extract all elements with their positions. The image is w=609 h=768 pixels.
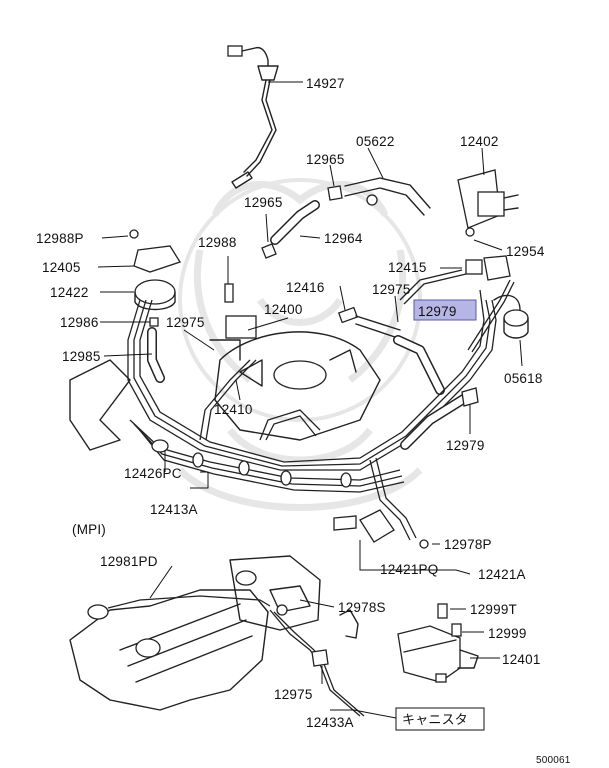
label-12426PC[interactable]: 12426PC (124, 466, 182, 481)
label-12401[interactable]: 12401 (502, 652, 541, 667)
label-12975-top[interactable]: 12975 (372, 282, 411, 297)
label-12988[interactable]: 12988 (198, 235, 237, 250)
label-12413A[interactable]: 12413A (150, 502, 198, 517)
bolt-12999-part (451, 623, 462, 637)
bolt-12978P-part (419, 539, 429, 549)
label-12979-lower[interactable]: 12979 (446, 438, 485, 453)
leader-lines (97, 81, 523, 731)
label-12421A[interactable]: 12421A (478, 567, 526, 582)
bracket-12402-part (457, 169, 519, 237)
highlight-12979 (413, 299, 477, 321)
vacuum-tank-12422-part (134, 279, 176, 327)
figure-code: 500061 (536, 755, 571, 766)
label-12421PQ[interactable]: 12421PQ (380, 562, 438, 577)
label-12981PD[interactable]: 12981PD (100, 554, 158, 569)
engine-block-part (69, 315, 381, 451)
hose-12985-part (147, 327, 165, 383)
label-12416[interactable]: 12416 (286, 280, 325, 295)
label-12965-top[interactable]: 12965 (306, 152, 345, 167)
label-12979-highlighted[interactable]: 12979 (418, 304, 457, 319)
clip-12979-part (461, 387, 479, 407)
sensor-12416-part (337, 306, 445, 395)
label-12954[interactable]: 12954 (506, 244, 545, 259)
label-12402[interactable]: 12402 (460, 134, 499, 149)
pipe-05622-part (344, 177, 431, 216)
intake-manifold-part (69, 555, 359, 711)
main-harness-part (127, 269, 515, 543)
valve-12415-part (465, 255, 511, 281)
label-12975-left[interactable]: 12975 (166, 315, 205, 330)
bolt-12988-part (224, 283, 234, 303)
bracket-12401-part (397, 625, 479, 683)
sub-harness-part (107, 595, 365, 717)
label-12405[interactable]: 12405 (42, 260, 81, 275)
label-12986[interactable]: 12986 (60, 315, 99, 330)
label-05618[interactable]: 05618 (504, 371, 543, 386)
label-12985[interactable]: 12985 (62, 349, 101, 364)
bracket-12405-part (129, 229, 181, 273)
label-05622[interactable]: 05622 (356, 134, 395, 149)
label-mpi-variant: (MPI) (72, 522, 106, 537)
label-12978S[interactable]: 12978S (338, 600, 386, 615)
label-12400[interactable]: 12400 (264, 302, 303, 317)
hose-12964-part (261, 200, 320, 259)
label-12978P[interactable]: 12978P (444, 537, 492, 552)
oxygen-sensor-part (227, 45, 279, 189)
label-12433A[interactable]: 12433A (306, 715, 354, 730)
label-12999T[interactable]: 12999T (470, 602, 517, 617)
label-12415[interactable]: 12415 (388, 260, 427, 275)
clip-12965-part (327, 185, 343, 201)
label-12965-mid[interactable]: 12965 (244, 195, 283, 210)
watermark-emblem (177, 178, 423, 511)
label-12988P[interactable]: 12988P (36, 231, 84, 246)
label-12964[interactable]: 12964 (324, 231, 363, 246)
label-canister: キャニスタ (402, 713, 468, 728)
bolt-12999T-part (437, 603, 448, 619)
label-12410[interactable]: 12410 (214, 402, 253, 417)
label-12999[interactable]: 12999 (488, 626, 527, 641)
label-12975-bottom[interactable]: 12975 (274, 687, 313, 702)
valve-05618-part (493, 294, 529, 339)
label-14927[interactable]: 14927 (306, 76, 345, 91)
label-12422[interactable]: 12422 (50, 285, 89, 300)
